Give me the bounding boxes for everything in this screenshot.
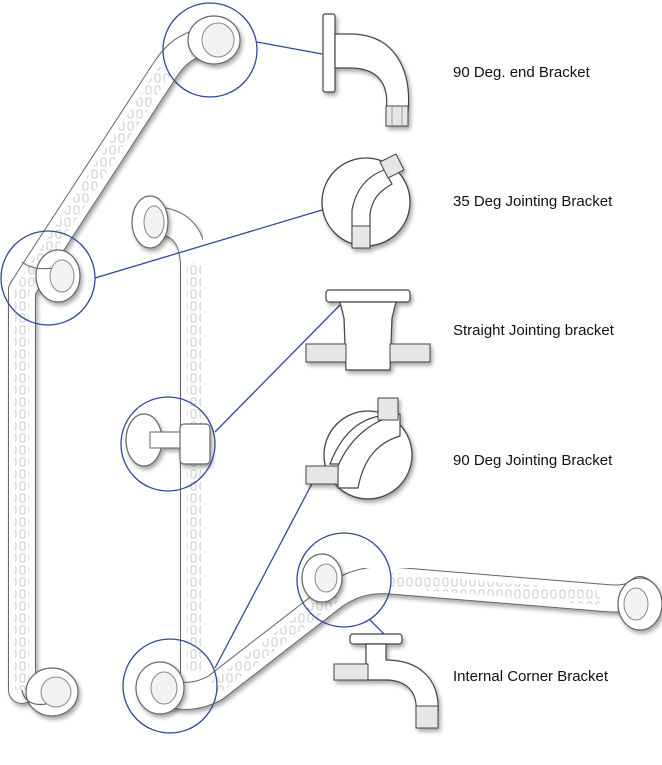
callout-circle-middle	[120, 396, 216, 492]
detail-90-end-bracket	[322, 13, 410, 127]
label-internal-corner-bracket: Internal Corner Bracket	[453, 668, 609, 685]
wall-flange-right	[617, 577, 662, 631]
detail-90-jointing-bracket	[305, 397, 413, 500]
wall-flange-top-left	[187, 15, 241, 65]
wall-flange-bottom-middle	[135, 661, 185, 715]
wall-flange-mid-left	[21, 249, 81, 303]
wall-flange-bottom-left	[21, 667, 79, 717]
label-35-deg-jointing-bracket: 35 Deg Jointing Bracket	[453, 193, 613, 210]
detail-internal-corner-bracket	[333, 633, 439, 729]
callout-circle-top	[162, 2, 258, 98]
label-90-deg-end-bracket: 90 Deg. end Bracket	[453, 64, 590, 81]
callout-circle-bottom	[122, 638, 218, 734]
leader-lines	[94, 41, 389, 669]
straight-joint-on-rail	[125, 413, 211, 467]
label-straight-jointing-bracket: Straight Jointing bracket	[453, 322, 614, 339]
label-90-deg-jointing-bracket: 90 Deg Jointing Bracket	[453, 452, 613, 469]
detail-35-jointing-bracket	[321, 153, 411, 249]
detail-straight-jointing-bracket	[305, 289, 431, 371]
callout-circle-corner	[296, 532, 392, 628]
wall-flange-middle-top	[131, 195, 169, 249]
wall-flange-corner	[301, 553, 343, 603]
